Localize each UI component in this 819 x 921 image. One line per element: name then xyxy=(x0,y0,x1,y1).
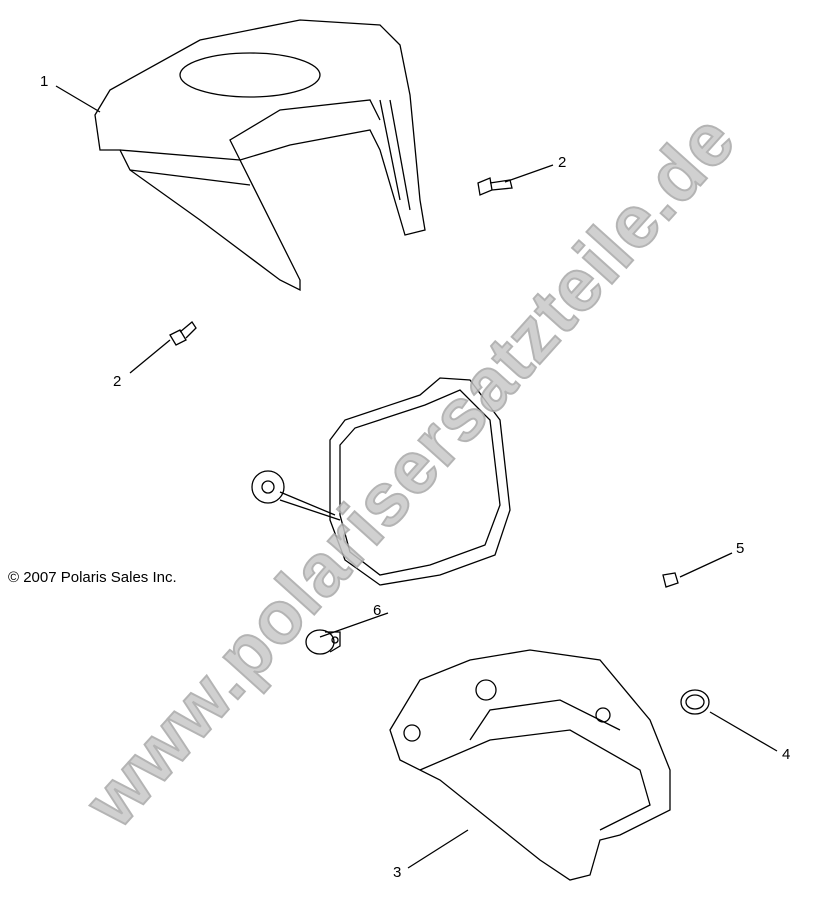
leader-lines xyxy=(55,85,778,869)
callout-3: 3 xyxy=(393,864,402,881)
part-5-clip xyxy=(662,572,679,588)
callout-4: 4 xyxy=(782,746,791,763)
callout-2-lower: 2 xyxy=(113,373,122,390)
part-4-o-ring xyxy=(680,689,710,715)
part-3-lower-housing xyxy=(389,649,671,881)
copyright-text: © 2007 Polaris Sales Inc. xyxy=(8,569,177,586)
part-1-headlight-cover xyxy=(94,19,426,292)
part-2-screw-lower xyxy=(169,321,197,346)
headlight-assembly xyxy=(251,377,511,586)
callout-6: 6 xyxy=(373,602,382,619)
callout-5: 5 xyxy=(736,540,745,557)
callout-2-upper: 2 xyxy=(558,154,567,171)
callout-1: 1 xyxy=(40,73,49,90)
part-2-screw-upper xyxy=(477,177,513,196)
